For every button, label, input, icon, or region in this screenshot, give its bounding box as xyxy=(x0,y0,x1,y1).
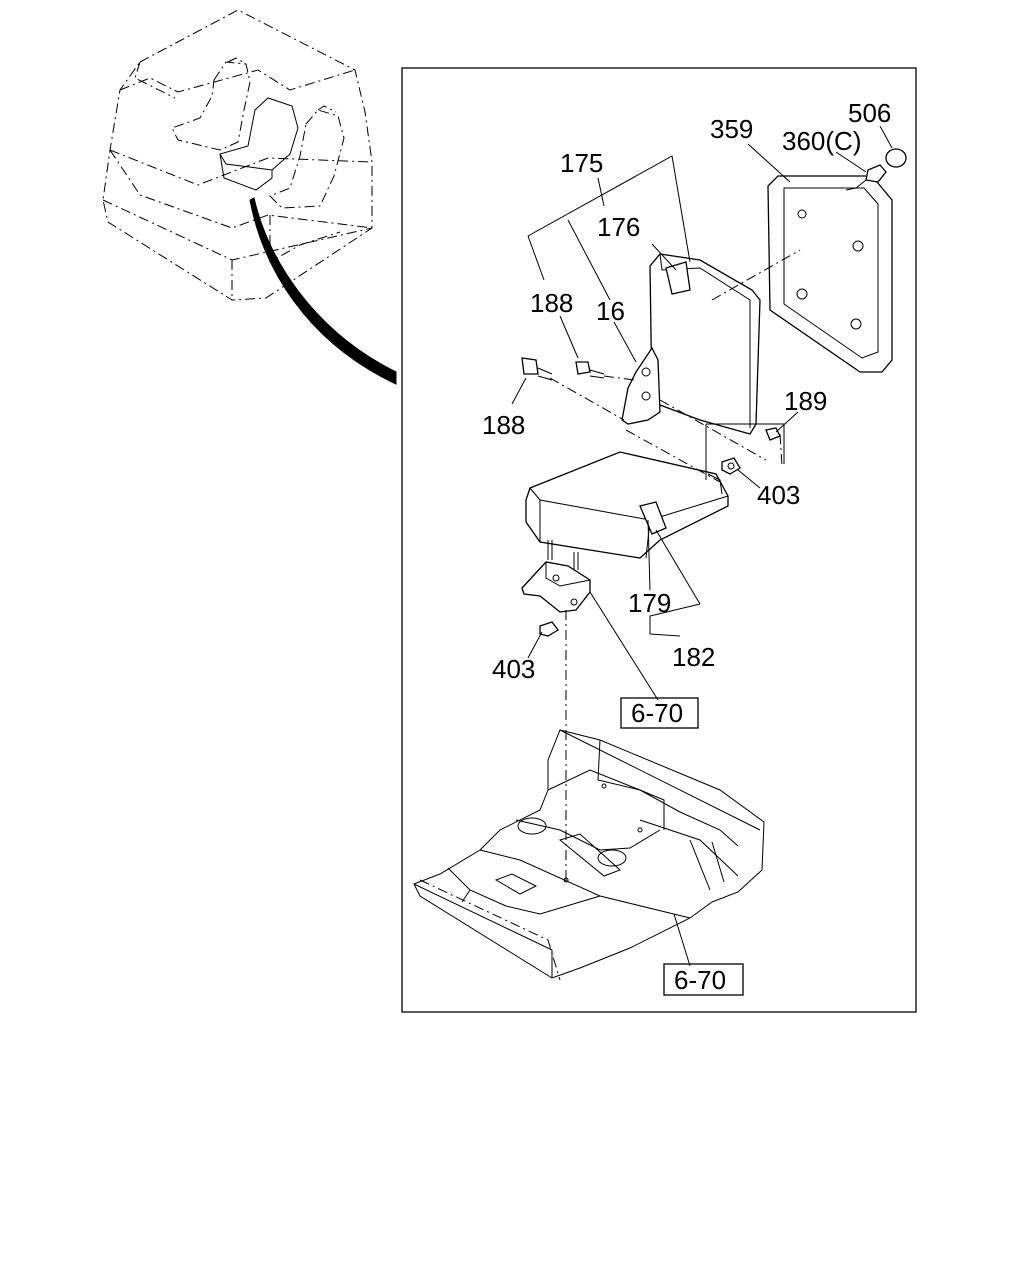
cap-506 xyxy=(885,148,907,168)
callout-506: 506 xyxy=(848,98,891,128)
seat-back-cover xyxy=(767,175,893,373)
assembly-lines xyxy=(549,249,801,884)
reference-box-lower[interactable]: 6-70 xyxy=(663,963,744,996)
seat-back-bracket xyxy=(621,346,661,425)
seat-mounting-bracket xyxy=(521,540,591,613)
nut-403-left xyxy=(539,621,559,637)
callout-360c: 360(C) xyxy=(782,126,861,156)
callout-403-left: 403 xyxy=(492,654,535,684)
callout-182: 182 xyxy=(672,642,715,672)
callout-179: 179 xyxy=(628,588,671,618)
reference-label-lower: 6-70 xyxy=(674,965,726,995)
seat-cushion xyxy=(525,451,729,559)
callout-175: 175 xyxy=(560,148,603,178)
callout-188-upper: 188 xyxy=(530,288,573,318)
callout-359: 359 xyxy=(710,114,753,144)
reference-label-upper: 6-70 xyxy=(631,698,683,728)
callout-16: 16 xyxy=(596,296,625,326)
nut-403-right xyxy=(721,457,741,475)
cab-floor-panel xyxy=(413,729,765,981)
clip-360c xyxy=(845,164,887,191)
callout-176: 176 xyxy=(597,212,640,242)
reference-box-upper[interactable]: 6-70 xyxy=(620,697,699,729)
seat-back xyxy=(649,253,761,435)
callout-188-lower: 188 xyxy=(482,410,525,440)
callout-403-right: 403 xyxy=(757,480,800,510)
bolt-188-upper xyxy=(575,361,605,379)
bolt-188-lower xyxy=(521,357,553,381)
inset-leader xyxy=(249,197,397,385)
callout-189: 189 xyxy=(784,386,827,416)
leader-lines xyxy=(511,125,893,967)
cab-overview-inset xyxy=(102,9,373,301)
main-frame xyxy=(401,67,917,1013)
